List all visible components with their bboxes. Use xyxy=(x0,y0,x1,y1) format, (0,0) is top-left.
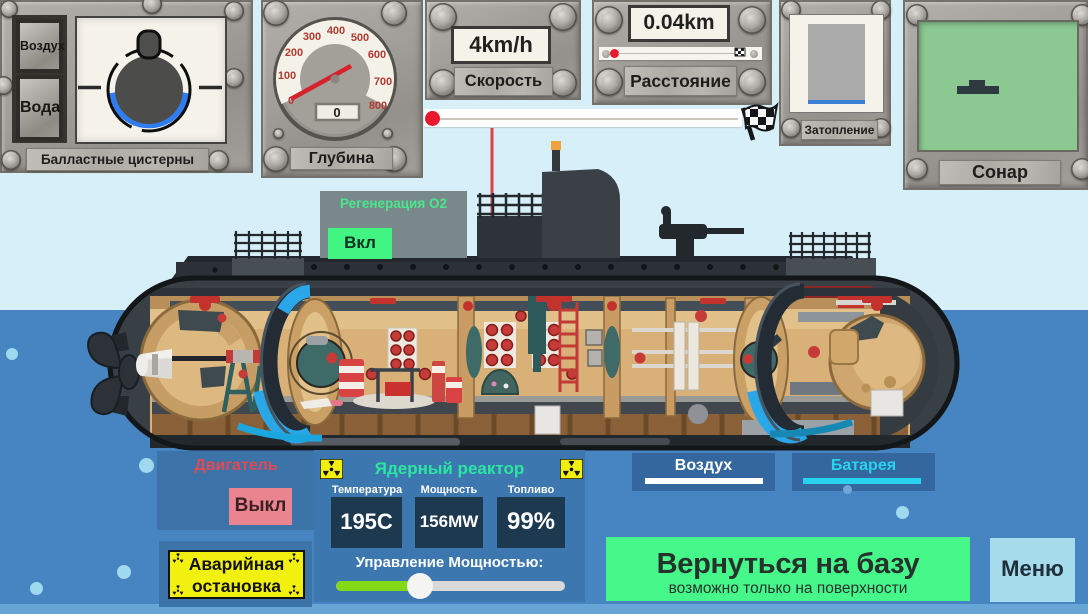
svg-text:0: 0 xyxy=(288,95,294,107)
svg-text:500: 500 xyxy=(351,32,369,44)
svg-text:100: 100 xyxy=(278,70,296,82)
svg-text:300: 300 xyxy=(303,31,321,43)
svg-text:700: 700 xyxy=(374,76,392,88)
svg-text:0: 0 xyxy=(333,105,340,120)
svg-text:200: 200 xyxy=(285,47,303,59)
svg-text:400: 400 xyxy=(327,25,345,37)
svg-text:600: 600 xyxy=(368,49,386,61)
svg-text:800: 800 xyxy=(369,100,387,112)
